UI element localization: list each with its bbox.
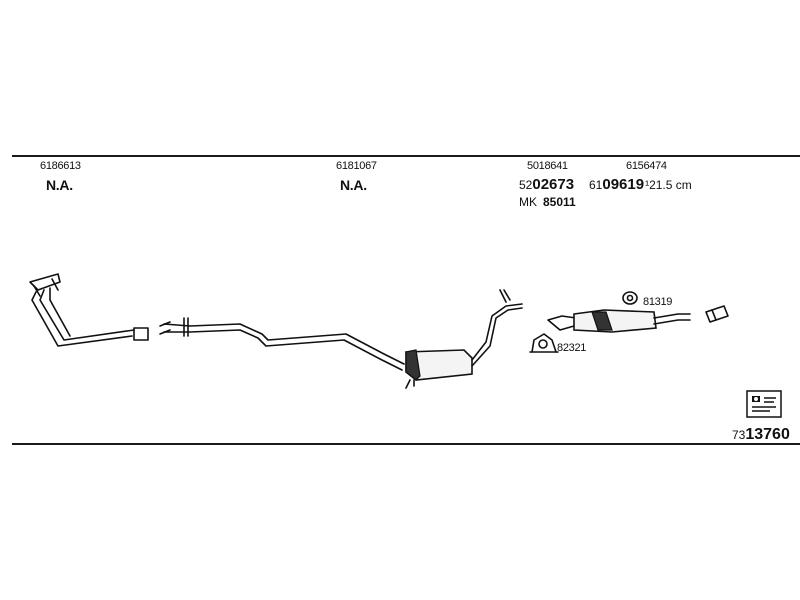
rear-code-b: 6156474 (626, 160, 667, 172)
section-1-code: 6186613 (40, 160, 81, 172)
rear-part-a-prefix: 52 (519, 178, 533, 192)
section-2-code: 6181067 (336, 160, 377, 172)
mk-value: 85011 (543, 195, 576, 209)
pipe-clamp-icon (529, 333, 559, 353)
rear-part-b-note: ¹21.5 cm (645, 178, 692, 192)
mk-row: MK 85011 (519, 195, 576, 209)
mk-label: MK (519, 195, 537, 209)
bottom-divider (12, 443, 800, 445)
rear-code-a: 5018641 (527, 160, 568, 172)
rear-muffler (547, 309, 691, 333)
clamp-code: 82321 (557, 342, 587, 354)
diagram-number: 73 13760 (732, 426, 790, 444)
section-2-value: N.A. (340, 177, 367, 193)
diagram-number-main: 13760 (745, 426, 790, 443)
front-downpipe (29, 273, 149, 347)
section-1-value: N.A. (46, 177, 73, 193)
rear-part-a-number: 02673 (532, 176, 575, 193)
tailpipe-tip-icon (705, 305, 729, 323)
centre-muffler (405, 289, 523, 389)
rear-part-b: 61 09619 ¹21.5 cm (589, 176, 692, 193)
rear-part-a: 52 02673 (519, 176, 574, 193)
catalog-chart-icon (746, 390, 782, 418)
middle-pipe (159, 317, 405, 371)
rear-part-b-prefix: 61 (589, 178, 603, 192)
top-divider (12, 155, 800, 157)
rear-part-b-number: 09619 (602, 176, 645, 193)
hanger-code: 81319 (643, 296, 673, 308)
diagram-number-prefix: 73 (732, 428, 746, 442)
rubber-hanger-icon (622, 291, 638, 305)
